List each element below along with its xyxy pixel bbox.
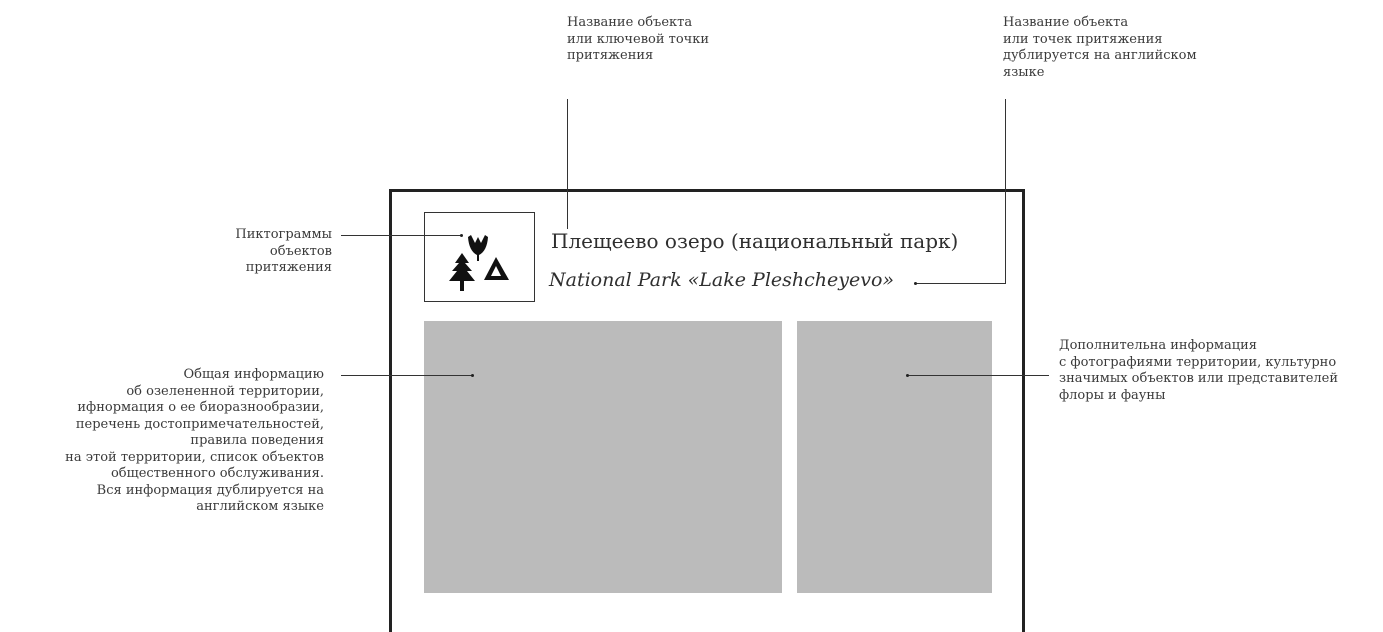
leader-line-object-name [567,99,568,229]
leader-dot-extra-info [906,374,909,377]
annotation-object-name-english: Название объекта или точек притяжения ду… [1003,15,1197,80]
general-info-placeholder [424,321,782,593]
leader-line-english-name-horizontal [916,283,1006,284]
leader-line-general-info [341,375,472,376]
annotation-object-name: Название объекта или ключевой точки прит… [567,15,710,63]
sign-title-english: National Park «Lake Pleshcheyevo» [549,269,895,291]
leader-line-english-name-vertical [1005,99,1006,284]
annotation-pictograms: Пиктограммы объектов притяжения [235,227,332,275]
mountain-icon [484,257,509,280]
annotation-extra-info: Дополнительна информация с фотографиями … [1059,338,1339,403]
leader-dot-pictograms [460,234,463,237]
pictogram-box [424,212,535,302]
sign-title-russian: Плещеево озеро (национальный парк) [551,229,959,253]
sign-board-frame [389,189,1025,632]
tree-icon [449,253,475,291]
annotation-general-info: Общая информацию об озелененной территор… [65,367,324,514]
leader-dot-general-info [471,374,474,377]
extra-info-placeholder [797,321,992,593]
leader-line-extra-info [908,375,1049,376]
pictograms-group [449,235,509,291]
leader-line-pictograms [341,235,461,236]
leader-dot-english-name [914,282,917,285]
flower-icon [468,235,488,261]
